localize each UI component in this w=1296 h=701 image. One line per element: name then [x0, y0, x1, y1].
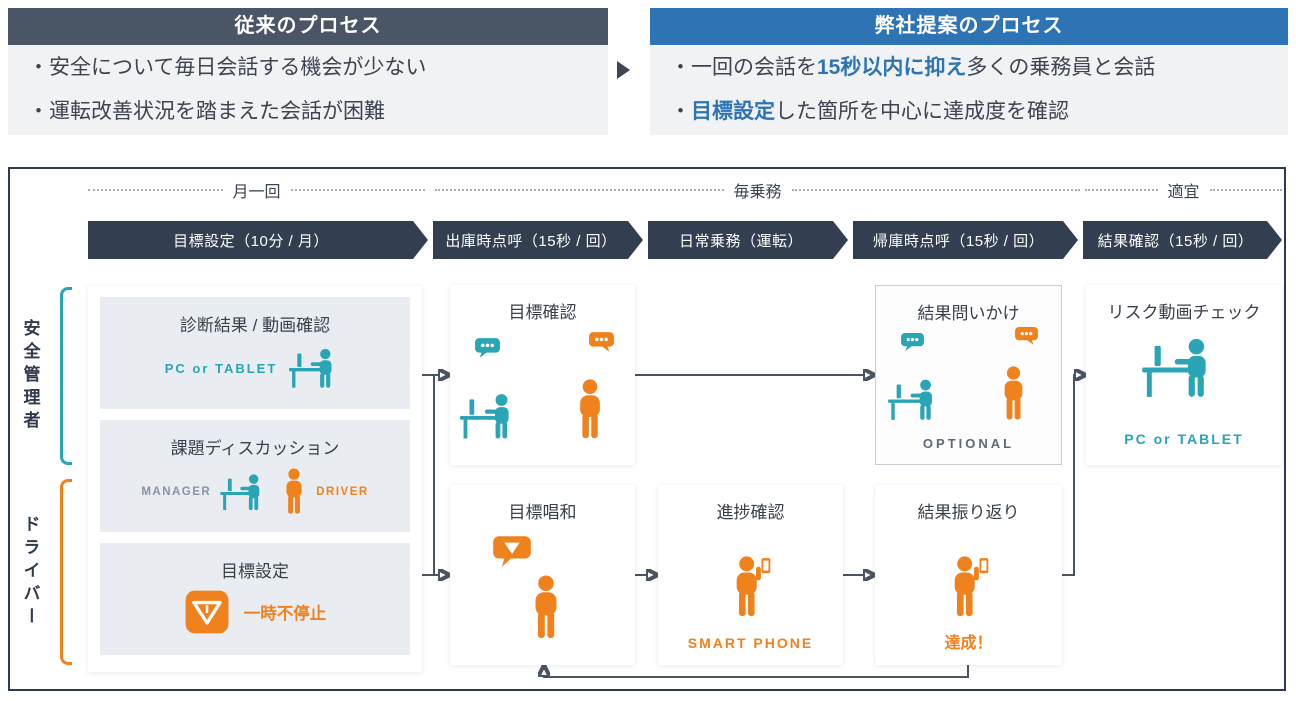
dotted-line — [1209, 189, 1283, 191]
manager-speech-bubble-icon — [474, 337, 501, 359]
pc-tablet-label: PC or TABLET — [164, 360, 278, 376]
proposed-bullet-1: ・一回の会話を15秒以内に抑え多くの乗務員と会話 — [670, 46, 1288, 90]
process-flow-diagram: 月一回 毎乗務 適宜 目標設定（10分 / 月） 出庫時点呼（15秒 / 回） … — [8, 167, 1286, 691]
goal-chant-card: 目標唱和 — [450, 485, 635, 665]
progress-check-title: 進捗確認 — [716, 503, 785, 522]
driver-label: DRIVER — [316, 486, 369, 498]
bullet-text: ・一回の会話を — [670, 56, 817, 79]
proposed-bullet-2: ・目標設定した箇所を中心に達成度を確認 — [670, 90, 1288, 134]
goal-check-card: 目標確認 — [450, 285, 635, 465]
manager-at-desk-icon — [888, 377, 946, 422]
bullet-text: ・ — [670, 100, 691, 123]
pc-tablet-label: PC or TABLET — [1124, 431, 1244, 447]
diagnosis-title: 診断結果 / 動画確認 — [179, 316, 331, 335]
driver-icon — [573, 379, 607, 441]
diagnosis-box: 診断結果 / 動画確認 PC or TABLET — [100, 297, 410, 409]
proposed-process-body: ・一回の会話を15秒以内に抑え多くの乗務員と会話 ・目標設定した箇所を中心に達成… — [650, 45, 1288, 135]
bullet-emphasis: 目標設定 — [691, 100, 775, 123]
driver-speech-bubble-icon — [588, 331, 615, 353]
manager-speech-bubble-icon — [900, 332, 925, 352]
phase-monthly: 月一回 — [88, 177, 426, 203]
conventional-process-title: 従来のプロセス — [8, 8, 608, 45]
manager-at-desk-icon — [289, 346, 345, 390]
banner-daily-driving: 日常乗務（運転） — [648, 221, 848, 259]
stop-sign-icon — [184, 589, 230, 635]
conventional-process-body: ・安全について毎日会話する機会が少ない ・運転改善状況を踏まえた会話が困難 — [8, 45, 608, 135]
achieved-label: 達成！ — [944, 635, 993, 652]
no-stop-violation-label: 一時不停止 — [243, 605, 327, 623]
optional-badge: OPTIONAL — [922, 436, 1015, 451]
phase-label: 毎乗務 — [733, 184, 782, 201]
result-review-card: 結果振り返り 達成！ — [875, 485, 1062, 665]
manager-label: MANAGER — [141, 486, 212, 498]
result-review-title: 結果振り返り — [917, 503, 1020, 522]
dotted-line — [88, 189, 223, 191]
proposed-process-title: 弊社提案のプロセス — [650, 8, 1288, 45]
driver-icon — [528, 575, 564, 641]
discussion-box: 課題ディスカッション MANAGER DRIVER — [100, 420, 410, 532]
result-inquiry-title: 結果問いかけ — [917, 304, 1020, 323]
transition-arrow-icon — [617, 61, 630, 79]
phase-as-needed: 適宜 — [1085, 177, 1283, 203]
dotted-line — [1085, 189, 1158, 191]
banner-return-rollcall: 帰庫時点呼（15秒 / 回） — [853, 221, 1078, 259]
goal-check-title: 目標確認 — [508, 303, 577, 322]
driver-lane-bracket — [60, 479, 72, 665]
driver-with-smartphone-icon — [946, 556, 992, 619]
banner-goal-setting: 目標設定（10分 / 月） — [88, 221, 428, 259]
conventional-process-panel: 従来のプロセス ・安全について毎日会話する機会が少ない ・運転改善状況を踏まえた… — [8, 8, 608, 135]
driver-with-smartphone-icon — [728, 556, 774, 619]
goal-chant-title: 目標唱和 — [508, 503, 577, 522]
result-inquiry-card: 結果問いかけ OPTIONAL — [875, 285, 1062, 465]
smartphone-label: SMART PHONE — [687, 635, 814, 651]
phase-every-duty: 毎乗務 — [435, 177, 1081, 203]
manager-lane-bracket — [60, 287, 72, 465]
conventional-bullet-1: ・安全について毎日会話する機会が少ない — [28, 56, 427, 79]
bullet-emphasis: 15秒以内に抑え — [817, 56, 967, 79]
phase-label: 適宜 — [1167, 184, 1200, 201]
monthly-goal-setting-card: 診断結果 / 動画確認 PC or TABLET 課題ディスカッション MANA… — [88, 286, 422, 672]
phase-label: 月一回 — [232, 184, 281, 201]
goal-setting-title: 目標設定 — [221, 562, 289, 581]
bullet-text: 多くの乗務員と会話 — [966, 56, 1156, 79]
role-label-safety-manager: 安全管理者 — [20, 318, 40, 434]
progress-check-card: 進捗確認 SMART PHONE — [658, 485, 843, 665]
stop-sign-speech-bubble-icon — [492, 535, 532, 568]
driver-speech-bubble-icon — [1014, 326, 1039, 346]
manager-at-desk-icon — [460, 391, 524, 441]
bullet-text: した箇所を中心に達成度を確認 — [775, 100, 1069, 123]
manager-at-desk-icon — [220, 472, 272, 512]
dotted-line — [791, 189, 1081, 191]
banner-departure-rollcall: 出庫時点呼（15秒 / 回） — [433, 221, 643, 259]
risk-video-title: リスク動画チェック — [1107, 303, 1261, 322]
driver-icon — [281, 468, 307, 516]
dotted-line — [290, 189, 426, 191]
banner-result-check: 結果確認（15秒 / 回） — [1083, 221, 1282, 259]
goal-setting-box: 目標設定 一時不停止 — [100, 543, 410, 655]
discussion-title: 課題ディスカッション — [170, 439, 340, 458]
proposed-process-panel: 弊社提案のプロセス ・一回の会話を15秒以内に抑え多くの乗務員と会話 ・目標設定… — [650, 8, 1288, 135]
role-label-driver: ドライバー — [20, 514, 40, 630]
manager-at-desk-icon — [1142, 335, 1226, 400]
risk-video-card: リスク動画チェック PC or TABLET — [1086, 285, 1282, 465]
dotted-line — [435, 189, 724, 191]
conventional-bullet-2: ・運転改善状況を踏まえた会話が困難 — [28, 100, 385, 123]
driver-icon — [998, 366, 1029, 422]
